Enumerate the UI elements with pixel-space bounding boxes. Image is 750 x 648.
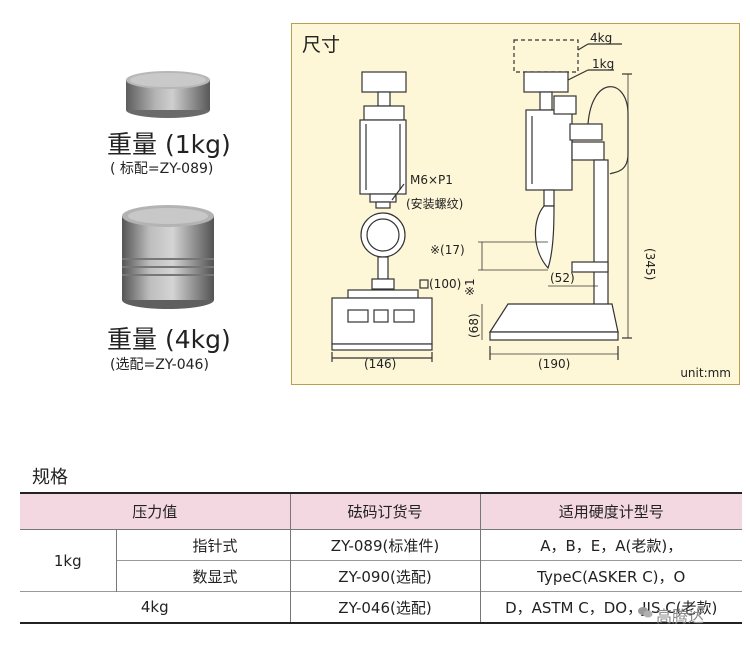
dim-17: ※(17) — [430, 243, 465, 257]
table-row: 数显式 ZY-090(选配) TypeC(ASKER C)，O — [20, 560, 742, 592]
dim-thread: M6×P1 — [410, 173, 453, 187]
drawing-title: 尺寸 — [302, 34, 341, 56]
table-row: 1kg 指针式 ZY-089(标准件) A，B，E，A(老款)， — [20, 529, 742, 592]
cell-models-line1: A，B，E，A(老款)， — [479, 529, 742, 561]
cell-analog: 指针式 — [115, 529, 290, 561]
dimension-drawing: M6×P1 (安装螺纹) 4kg 1kg ※(17) ※1 (100) (68)… — [331, 31, 657, 371]
front-view — [331, 71, 433, 362]
spec-header-row: 压力值 砝码订货号 适用硬度计型号 — [20, 493, 742, 530]
cell-4kg: 4kg — [20, 591, 290, 623]
wechat-logo-icon — [638, 607, 653, 618]
weight-4kg-note: (选配=ZY-046) — [110, 357, 209, 373]
weight-1kg-label: 重量 (1kg) — [107, 130, 231, 159]
dim-190: (190) — [538, 357, 570, 371]
dim-thread-note: (安装螺纹) — [406, 196, 463, 211]
weight-1kg-image — [126, 71, 210, 118]
cell-models-4kg: D，ASTM C，DO，JIS C(老款) — [479, 591, 742, 623]
dimension-drawing-panel: 尺寸 — [291, 23, 740, 385]
dim-345: (345) — [643, 248, 657, 280]
cell-digital: 数显式 — [115, 560, 290, 592]
cell-1kg: 1kg — [20, 529, 116, 592]
dim-4kg: 4kg — [590, 31, 612, 45]
side-view — [478, 39, 632, 360]
dim-100: (100) — [429, 277, 461, 291]
spec-title: 规格 — [32, 467, 68, 488]
weight-4kg-image — [122, 205, 214, 309]
spec-table: 压力值 砝码订货号 适用硬度计型号 1kg 指针式 ZY-089(标准件) A，… — [20, 492, 742, 624]
header-models: 适用硬度计型号 — [479, 493, 742, 530]
dim-1: ※1 — [463, 278, 477, 296]
cell-order-4kg: ZY-046(选配) — [289, 591, 480, 623]
cell-order-analog: ZY-089(标准件) — [289, 529, 480, 561]
dim-68: (68) — [467, 313, 481, 338]
dim-52: (52) — [550, 271, 575, 285]
cell-order-digital: ZY-090(选配) — [289, 560, 480, 592]
weight-4kg-label: 重量 (4kg) — [107, 325, 231, 354]
dim-1kg: 1kg — [592, 57, 614, 71]
table-row: 4kg ZY-046(选配) D，ASTM C，DO，JIS C(老款) — [20, 591, 742, 623]
watermark-text: 高腾达 — [656, 607, 705, 626]
unit-label: unit:mm — [680, 366, 731, 380]
weight-1kg-note: ( 标配=ZY-089) — [110, 161, 214, 177]
header-order-no: 砝码订货号 — [289, 493, 480, 530]
dim-146: (146) — [364, 357, 396, 371]
header-pressure: 压力值 — [20, 493, 290, 530]
cell-models-line2: TypeC(ASKER C)，O — [479, 560, 742, 592]
